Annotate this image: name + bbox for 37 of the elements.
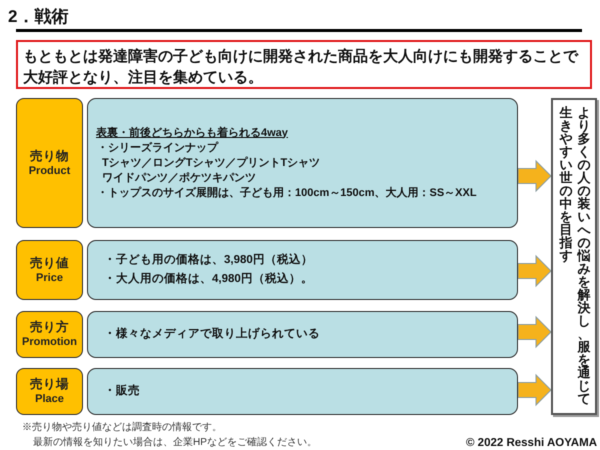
- block-arrow: [518, 254, 552, 288]
- detail-heading: 表裏・前後どちらからも着られる4way: [96, 126, 288, 140]
- list-item: Tシャツ／ロングTシャツ／プリントTシャツ: [102, 156, 320, 170]
- slide-title: 2．戦術: [8, 6, 68, 28]
- category-subtitle: Price: [36, 270, 63, 284]
- block-arrow: [518, 316, 552, 348]
- detail-box: [87, 98, 518, 228]
- goal-box: [551, 98, 597, 415]
- bullet-text: ・子ども用の価格は、3,980円（税込）: [104, 252, 313, 268]
- category-box: [16, 240, 83, 300]
- bullet-text: ・シリーズラインナップ: [97, 140, 218, 156]
- category-title: 売り場: [30, 377, 69, 392]
- list-item: ワイドパンツ／ポケツキパンツ: [102, 170, 256, 186]
- footnote: 最新の情報を知りたい場合は、企業HPなどをご確認ください。: [33, 436, 317, 450]
- bullet-text: ・トップスのサイズ展開は、子ども用：100cm～150cm、大人用：SS～XXL: [97, 186, 477, 200]
- detail-box: [87, 368, 518, 415]
- bullet-text: ・販売: [104, 383, 140, 399]
- category-box: [16, 98, 83, 228]
- copyright-notice: © 2022 Resshi AOYAMA: [466, 436, 597, 450]
- bullet-text: ・様々なメディアで取り上げられている: [104, 326, 320, 342]
- category-box: [16, 311, 83, 358]
- category-subtitle: Place: [35, 392, 64, 406]
- category-title: 売り値: [30, 256, 69, 270]
- block-arrow: [518, 160, 552, 192]
- block-arrow: [518, 374, 552, 406]
- category-title: 売り方: [30, 320, 69, 335]
- bullet-text: ・大人用の価格は、4,980円（税込）。: [104, 271, 313, 287]
- footnote: ※売り物や売り値などは調査時の情報です。: [22, 421, 222, 435]
- summary-text: もともとは発達障害の子ども向けに開発された商品を大人向けにも開発することで大好評となり、注目を集めている。: [23, 47, 580, 88]
- detail-box: [87, 311, 518, 358]
- goal-text: より多くの人の装いへの悩みを解決し、服を通じて生きやすい世の中を目指す: [559, 106, 591, 406]
- category-box: [16, 368, 83, 415]
- summary-box: [16, 40, 592, 89]
- detail-box: [87, 240, 518, 300]
- category-title: 売り物: [30, 148, 69, 164]
- category-subtitle: Product: [28, 164, 70, 178]
- category-subtitle: Promotion: [22, 335, 77, 349]
